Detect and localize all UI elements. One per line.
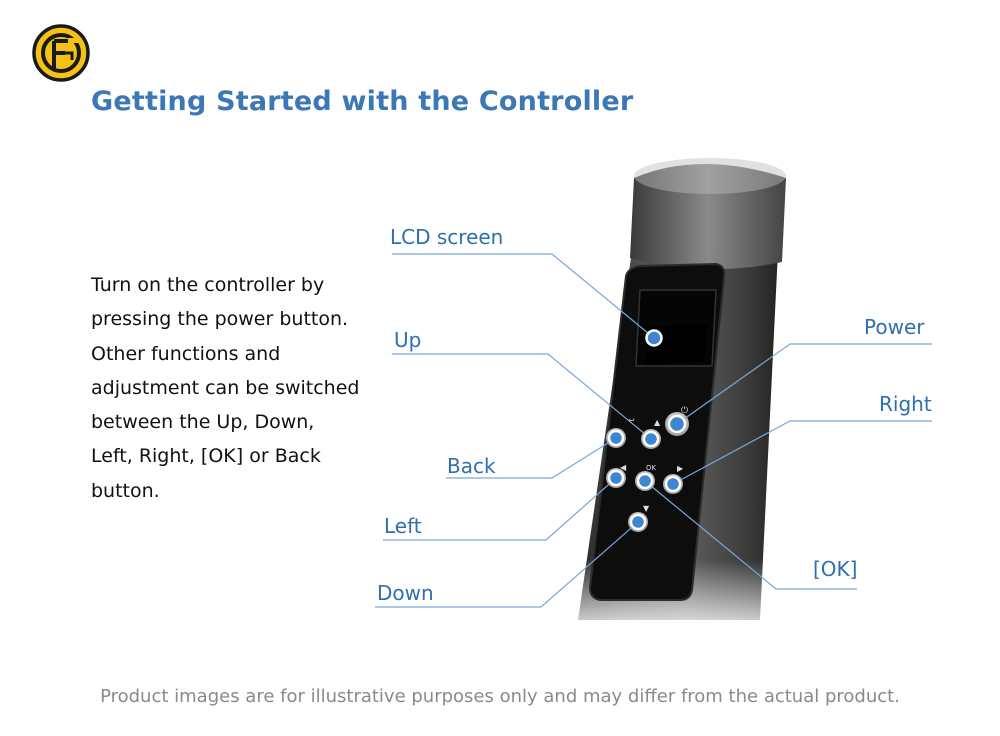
- left-dot: [607, 469, 625, 487]
- up-leader: [392, 353, 652, 440]
- controller-cap: [630, 164, 786, 270]
- left-leader: [383, 477, 617, 541]
- back-label: Back: [447, 454, 496, 478]
- left-label: Left: [384, 514, 422, 538]
- svg-text:▲: ▲: [654, 418, 661, 427]
- lcd-screen-label: LCD screen: [390, 225, 504, 249]
- down-dot: [629, 513, 647, 531]
- svg-text:↩: ↩: [628, 416, 635, 425]
- lcd-leader: [392, 253, 655, 339]
- lcd-dot: [645, 329, 663, 347]
- up-label: Up: [394, 328, 422, 352]
- power-label: Power: [864, 315, 925, 339]
- svg-text:▼: ▼: [643, 504, 650, 513]
- down-label: Down: [377, 581, 434, 605]
- power-dot: [667, 414, 687, 434]
- svg-text:⏻: ⏻: [681, 405, 688, 416]
- disclaimer-footer: Product images are for illustrative purp…: [100, 686, 900, 707]
- down-leader: [375, 521, 639, 608]
- ok-dot: [636, 472, 654, 490]
- ok-label: [OK]: [813, 557, 858, 581]
- up-dot: [642, 430, 660, 448]
- ok-leader: [644, 480, 857, 590]
- right-leader: [672, 420, 932, 485]
- back-dot: [607, 429, 625, 447]
- right-dot: [664, 475, 682, 493]
- page-title: Getting Started with the Controller: [91, 86, 634, 117]
- svg-text:◀: ◀: [620, 463, 627, 472]
- back-leader: [446, 437, 617, 479]
- svg-text:▶: ▶: [677, 464, 684, 473]
- brand-logo: [32, 24, 90, 82]
- right-label: Right: [879, 392, 932, 416]
- ok-mark: OK: [646, 464, 657, 472]
- power-leader: [676, 343, 932, 425]
- intro-paragraph: Turn on the controller by pressing the p…: [91, 274, 360, 502]
